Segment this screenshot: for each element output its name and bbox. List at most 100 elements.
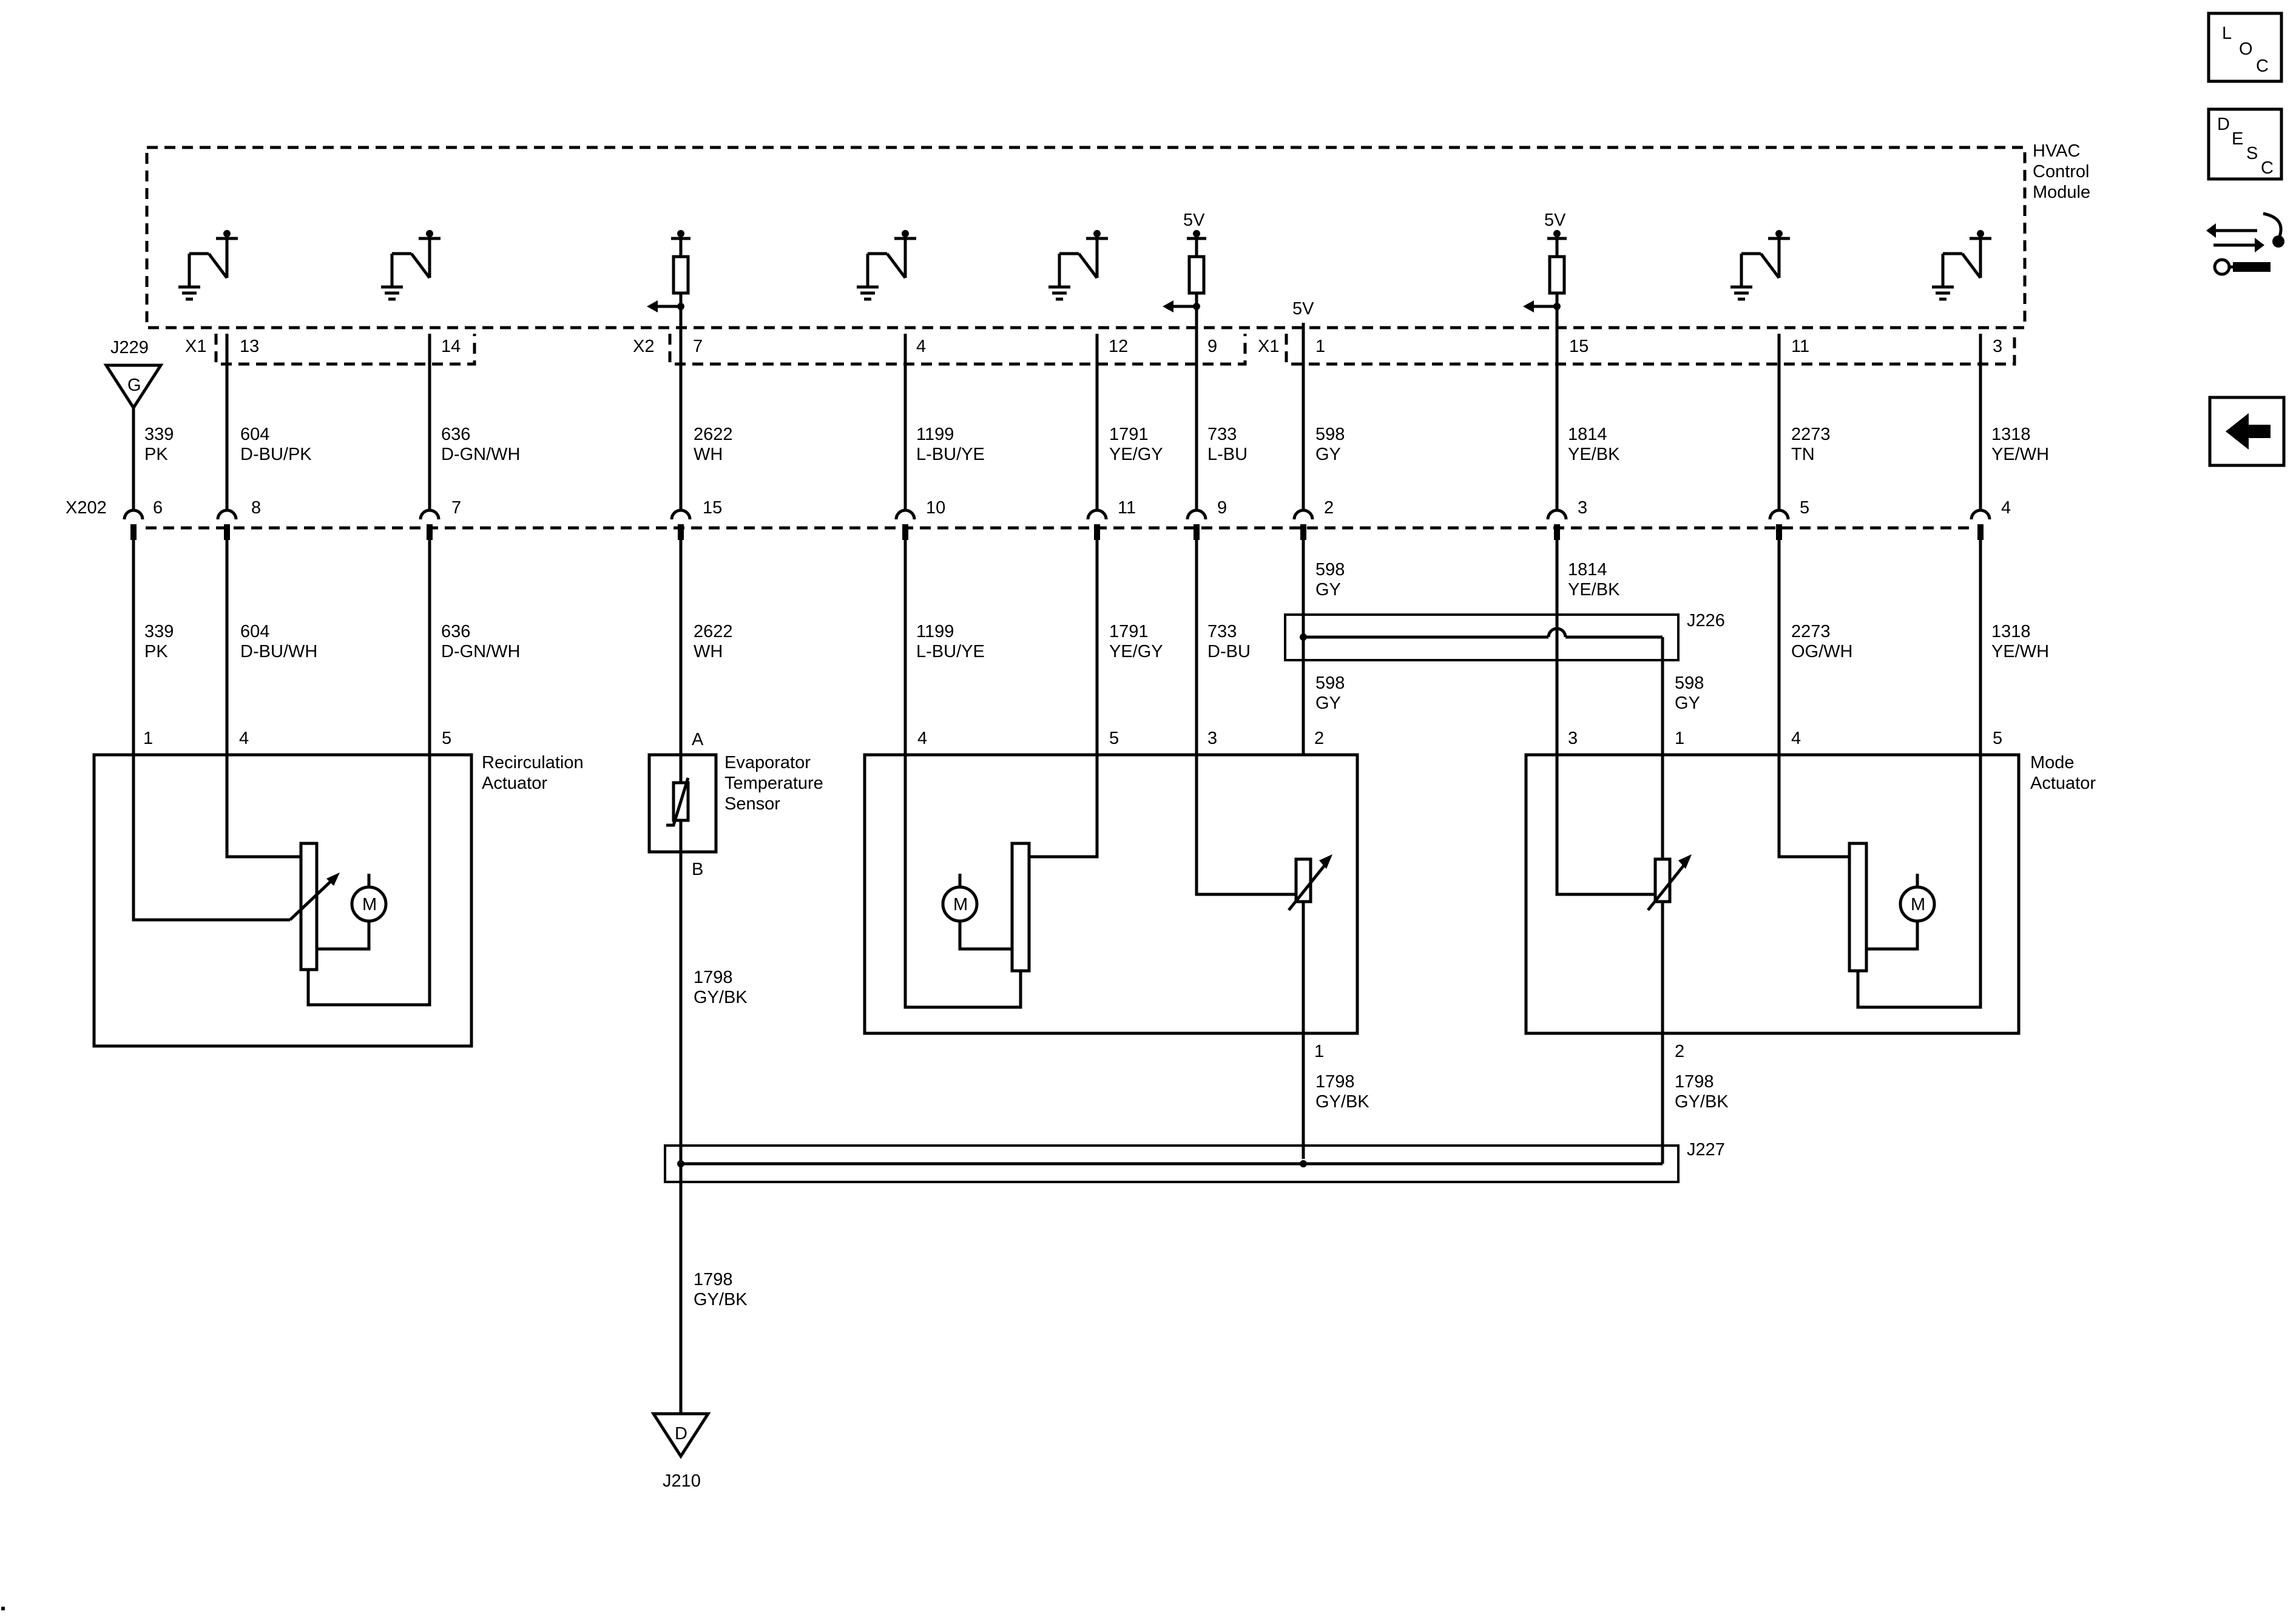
connector-repair-icon[interactable] — [2206, 212, 2284, 276]
x202-pin-4 — [1971, 510, 1990, 540]
x202-pin-label-9: 9 — [1217, 498, 1227, 518]
evap-label-1: Evaporator — [724, 753, 811, 772]
x202-pin-label-10: 10 — [926, 498, 945, 518]
connector-x1-right-label: X1 — [1258, 337, 1279, 356]
wire-ground-circuit-evap: 1798 — [694, 968, 733, 987]
wire-lower-color-1814: YE/BK — [1568, 580, 1620, 599]
module-pin-4: 4 — [916, 337, 926, 356]
recirc-arrowhead — [326, 873, 340, 886]
module-pin-3: 3 — [1993, 337, 2002, 356]
recirculation-actuator-label-2: Actuator — [482, 774, 547, 793]
desc-letter-e: E — [2232, 129, 2243, 149]
j229-ground-symbol — [103, 363, 164, 411]
mid-motor-low — [903, 755, 1022, 1009]
mode-actuator-label-1: Mode — [2030, 753, 2075, 772]
mid-wiper-circuit — [1195, 755, 1296, 896]
recirculation-actuator-label-1: Recirculation — [482, 753, 584, 772]
loc-letter-l: L — [2222, 24, 2232, 43]
x202-pin-label-4: 4 — [2001, 498, 2011, 518]
x202-pin-label-8: 8 — [251, 498, 261, 518]
pullup-resistor-15 — [1523, 238, 1567, 312]
wire-j226-color-598-right: GY — [1675, 694, 1700, 713]
wire-j226-circuit-598-right: 598 — [1675, 673, 1704, 693]
evap-thermistor-slash — [666, 777, 690, 827]
pullup-resistor-7 — [647, 238, 690, 312]
hvac-module-label-2: Control — [2033, 162, 2090, 181]
air-temp-actuator-box — [863, 753, 1359, 1035]
back-button[interactable] — [2208, 396, 2286, 467]
wire-lower-color-733: D-BU — [1207, 642, 1251, 661]
x202-pin-label-15: 15 — [703, 498, 722, 518]
module-pin-13: 13 — [240, 337, 259, 356]
module-pin-14: 14 — [441, 337, 461, 356]
wire-upper-color-1318: YE/WH — [1991, 445, 2049, 464]
loc-letter-c: C — [2256, 56, 2269, 76]
x202-pin-5 — [1770, 510, 1788, 540]
x202-pin-6 — [124, 510, 143, 540]
mode-pin-2: 2 — [1675, 1042, 1684, 1061]
description-button[interactable]: D E S C — [2207, 107, 2283, 181]
mid-pin-1: 1 — [1314, 1042, 1324, 1061]
back-arrow-icon — [2226, 413, 2271, 450]
mid-motor-brush — [1010, 842, 1031, 973]
wire-lower-color-2273: OG/WH — [1791, 642, 1853, 661]
wire-upper-color-2273: TN — [1791, 445, 1815, 464]
wire-j226-color-598-left: GY — [1315, 694, 1341, 713]
wire-lower-color-1199: L-BU/YE — [916, 642, 985, 661]
mode-wiper-arrow — [1647, 860, 1688, 911]
wire-upper-circuit-1199: 1199 — [916, 425, 954, 444]
wire-lower-color-604: D-BU/WH — [240, 642, 317, 661]
wire-upper-color-604: D-BU/PK — [240, 445, 312, 464]
wire-upper-circuit-733: 733 — [1207, 425, 1237, 444]
mid-pin-5: 5 — [1109, 729, 1119, 748]
mode-pin-5: 5 — [1993, 729, 2002, 748]
corner-tick — [1, 1607, 5, 1610]
mid-arrowhead — [1319, 854, 1332, 869]
wire-ground-circuit-j210: 1798 — [694, 1270, 733, 1289]
wire-lower-color-1791: YE/GY — [1109, 642, 1163, 661]
wire-lower-circuit-1318: 1318 — [1991, 622, 2031, 641]
module-pin-9: 9 — [1207, 337, 1217, 356]
wire-lower-color-1318: YE/WH — [1991, 642, 2049, 661]
connector-x1-left-outline — [214, 334, 476, 366]
supply-5v-9: 5V — [1183, 211, 1205, 230]
mode-pin-4: 4 — [1791, 729, 1801, 748]
ground-switch-4 — [857, 230, 916, 299]
mid-pin-3: 3 — [1207, 729, 1217, 748]
recirculation-actuator-box — [92, 753, 473, 1048]
recirc-motor-wire — [317, 921, 371, 951]
x202-pin-10 — [896, 510, 914, 540]
wire-upper-color-1199: L-BU/YE — [916, 445, 985, 464]
mode-motor-label: M — [1911, 895, 1925, 914]
x202-pin-11 — [1088, 510, 1106, 540]
mid-pin-2: 2 — [1314, 729, 1324, 748]
wire-lower-circuit-1791: 1791 — [1109, 622, 1149, 641]
desc-letter-s: S — [2246, 144, 2258, 163]
ground-switch-12 — [1048, 230, 1108, 299]
evap-pin-a: A — [692, 730, 704, 749]
wire-upper-color-2622: WH — [694, 445, 723, 464]
j226-label: J226 — [1687, 611, 1725, 630]
mid-wiper-arrow — [1288, 860, 1329, 911]
mid-motor-label: M — [953, 895, 968, 914]
j210-tag: D — [675, 1424, 687, 1443]
x202-pin-7 — [420, 510, 439, 540]
desc-letter-c: C — [2261, 158, 2274, 178]
pullup-dot-7 — [677, 230, 684, 237]
module-pin-12: 12 — [1109, 337, 1128, 356]
location-button[interactable]: L O C — [2207, 12, 2283, 83]
wire-ground-circuit-mid: 1798 — [1315, 1072, 1355, 1092]
recirc-pin-1: 1 — [143, 729, 153, 748]
x202-pin-label-6: 6 — [153, 498, 163, 518]
ground-switch-13 — [178, 230, 238, 299]
wire-lower-circuit-2622: 2622 — [694, 622, 733, 641]
wire-upper-circuit-339: 339 — [144, 425, 174, 444]
mid-potentiometer — [1294, 857, 1312, 903]
pullup-dot-9 — [1193, 230, 1200, 237]
wires-lower — [132, 540, 1982, 755]
wire-upper-color-733: L-BU — [1207, 445, 1248, 464]
wire-ground-color-j210: GY/BK — [694, 1290, 748, 1309]
j227-node-mid — [1300, 1160, 1307, 1167]
wire-upper-circuit-598: 598 — [1315, 425, 1345, 444]
x202-label: X202 — [66, 498, 107, 518]
